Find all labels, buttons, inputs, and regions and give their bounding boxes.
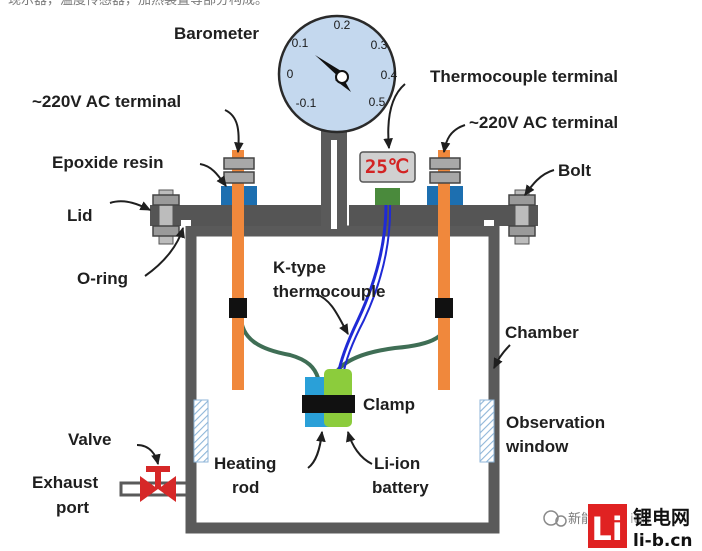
svg-text:0.2: 0.2 — [334, 18, 351, 32]
k-type-thermocouple-wire — [336, 204, 388, 377]
logo-chinese-name: 锂电网 — [633, 506, 690, 529]
svg-text:0.4: 0.4 — [381, 68, 398, 82]
temperature-reading: 25℃ — [365, 156, 409, 178]
rod-holder-left — [229, 298, 247, 318]
chamber — [185, 225, 500, 534]
svg-text:ian: ian — [630, 512, 650, 527]
thermocouple-display: 25℃ — [359, 151, 416, 205]
barometer-pivot — [335, 70, 349, 84]
temperature-display-panel — [359, 151, 416, 183]
label-bolt: Bolt — [558, 161, 591, 180]
label-ac-terminal-right: ~220V AC terminal — [469, 113, 618, 132]
label-observation-line2: window — [505, 437, 569, 456]
label-clamp: Clamp — [363, 395, 415, 414]
label-k-type-line2: thermocouple — [273, 282, 385, 301]
label-heating-line1: Heating — [214, 454, 276, 473]
ac-terminal-rod-left — [221, 150, 257, 390]
site-logo: Li 锂电网 li-b.cn — [588, 504, 693, 551]
label-valve: Valve — [68, 430, 112, 449]
logo-domain: li-b.cn — [633, 531, 693, 551]
o-ring-left — [181, 220, 191, 226]
valve-stem — [155, 471, 161, 489]
label-heating-line2: rod — [232, 478, 259, 497]
battery-assembly — [302, 369, 355, 427]
svg-text:Li: Li — [591, 510, 622, 548]
bolt-right — [508, 189, 536, 245]
svg-text:0.5: 0.5 — [369, 95, 386, 109]
header-caption: 现示器，温度传感器，加热装置等部分构成。 — [8, 0, 268, 8]
wechat-icon — [543, 510, 559, 526]
barometer-bore — [331, 140, 337, 229]
label-exhaust-line1: Exhaust — [32, 473, 98, 492]
label-observation-line1: Observation — [506, 413, 605, 432]
label-ac-terminal-left: ~220V AC terminal — [32, 92, 181, 111]
label-barometer: Barometer — [174, 24, 259, 43]
observation-window-right — [479, 399, 495, 463]
chamber-wall — [185, 225, 500, 534]
watermark: 新能 ian — [543, 510, 650, 527]
svg-text:0: 0 — [287, 67, 294, 81]
valve-body-left — [140, 476, 158, 502]
valve-body-right — [158, 476, 176, 502]
label-lid: Lid — [67, 206, 93, 225]
leader-arrows — [109, 83, 555, 469]
label-epoxide-resin: Epoxide resin — [52, 153, 163, 172]
observation-window-left — [193, 399, 209, 463]
svg-text:0.1: 0.1 — [292, 36, 309, 50]
label-k-type-line1: K-type — [273, 258, 326, 277]
svg-text:-0.1: -0.1 — [296, 96, 317, 110]
label-thermocouple-terminal: Thermocouple terminal — [430, 67, 618, 86]
label-liion-line2: battery — [372, 478, 429, 497]
rod-holder-right — [435, 298, 453, 318]
label-chamber: Chamber — [505, 323, 579, 342]
barometer-gauge: 0.2 0.1 0.3 0 0.4 -0.1 0.5 — [277, 14, 398, 134]
ac-terminal-rod-right — [427, 150, 463, 390]
svg-text:0.3: 0.3 — [371, 38, 388, 52]
svg-text:新能: 新能 — [568, 511, 594, 527]
logo-mark — [588, 504, 627, 548]
o-ring-right — [484, 220, 494, 226]
label-exhaust-line2: port — [56, 498, 89, 517]
thermocouple-feedthrough — [375, 188, 400, 205]
exhaust-assembly — [119, 466, 189, 502]
valve-handle — [146, 466, 170, 472]
clamp-band — [302, 395, 355, 413]
label-o-ring: O-ring — [77, 269, 128, 288]
label-liion-line1: Li-ion — [374, 454, 420, 473]
